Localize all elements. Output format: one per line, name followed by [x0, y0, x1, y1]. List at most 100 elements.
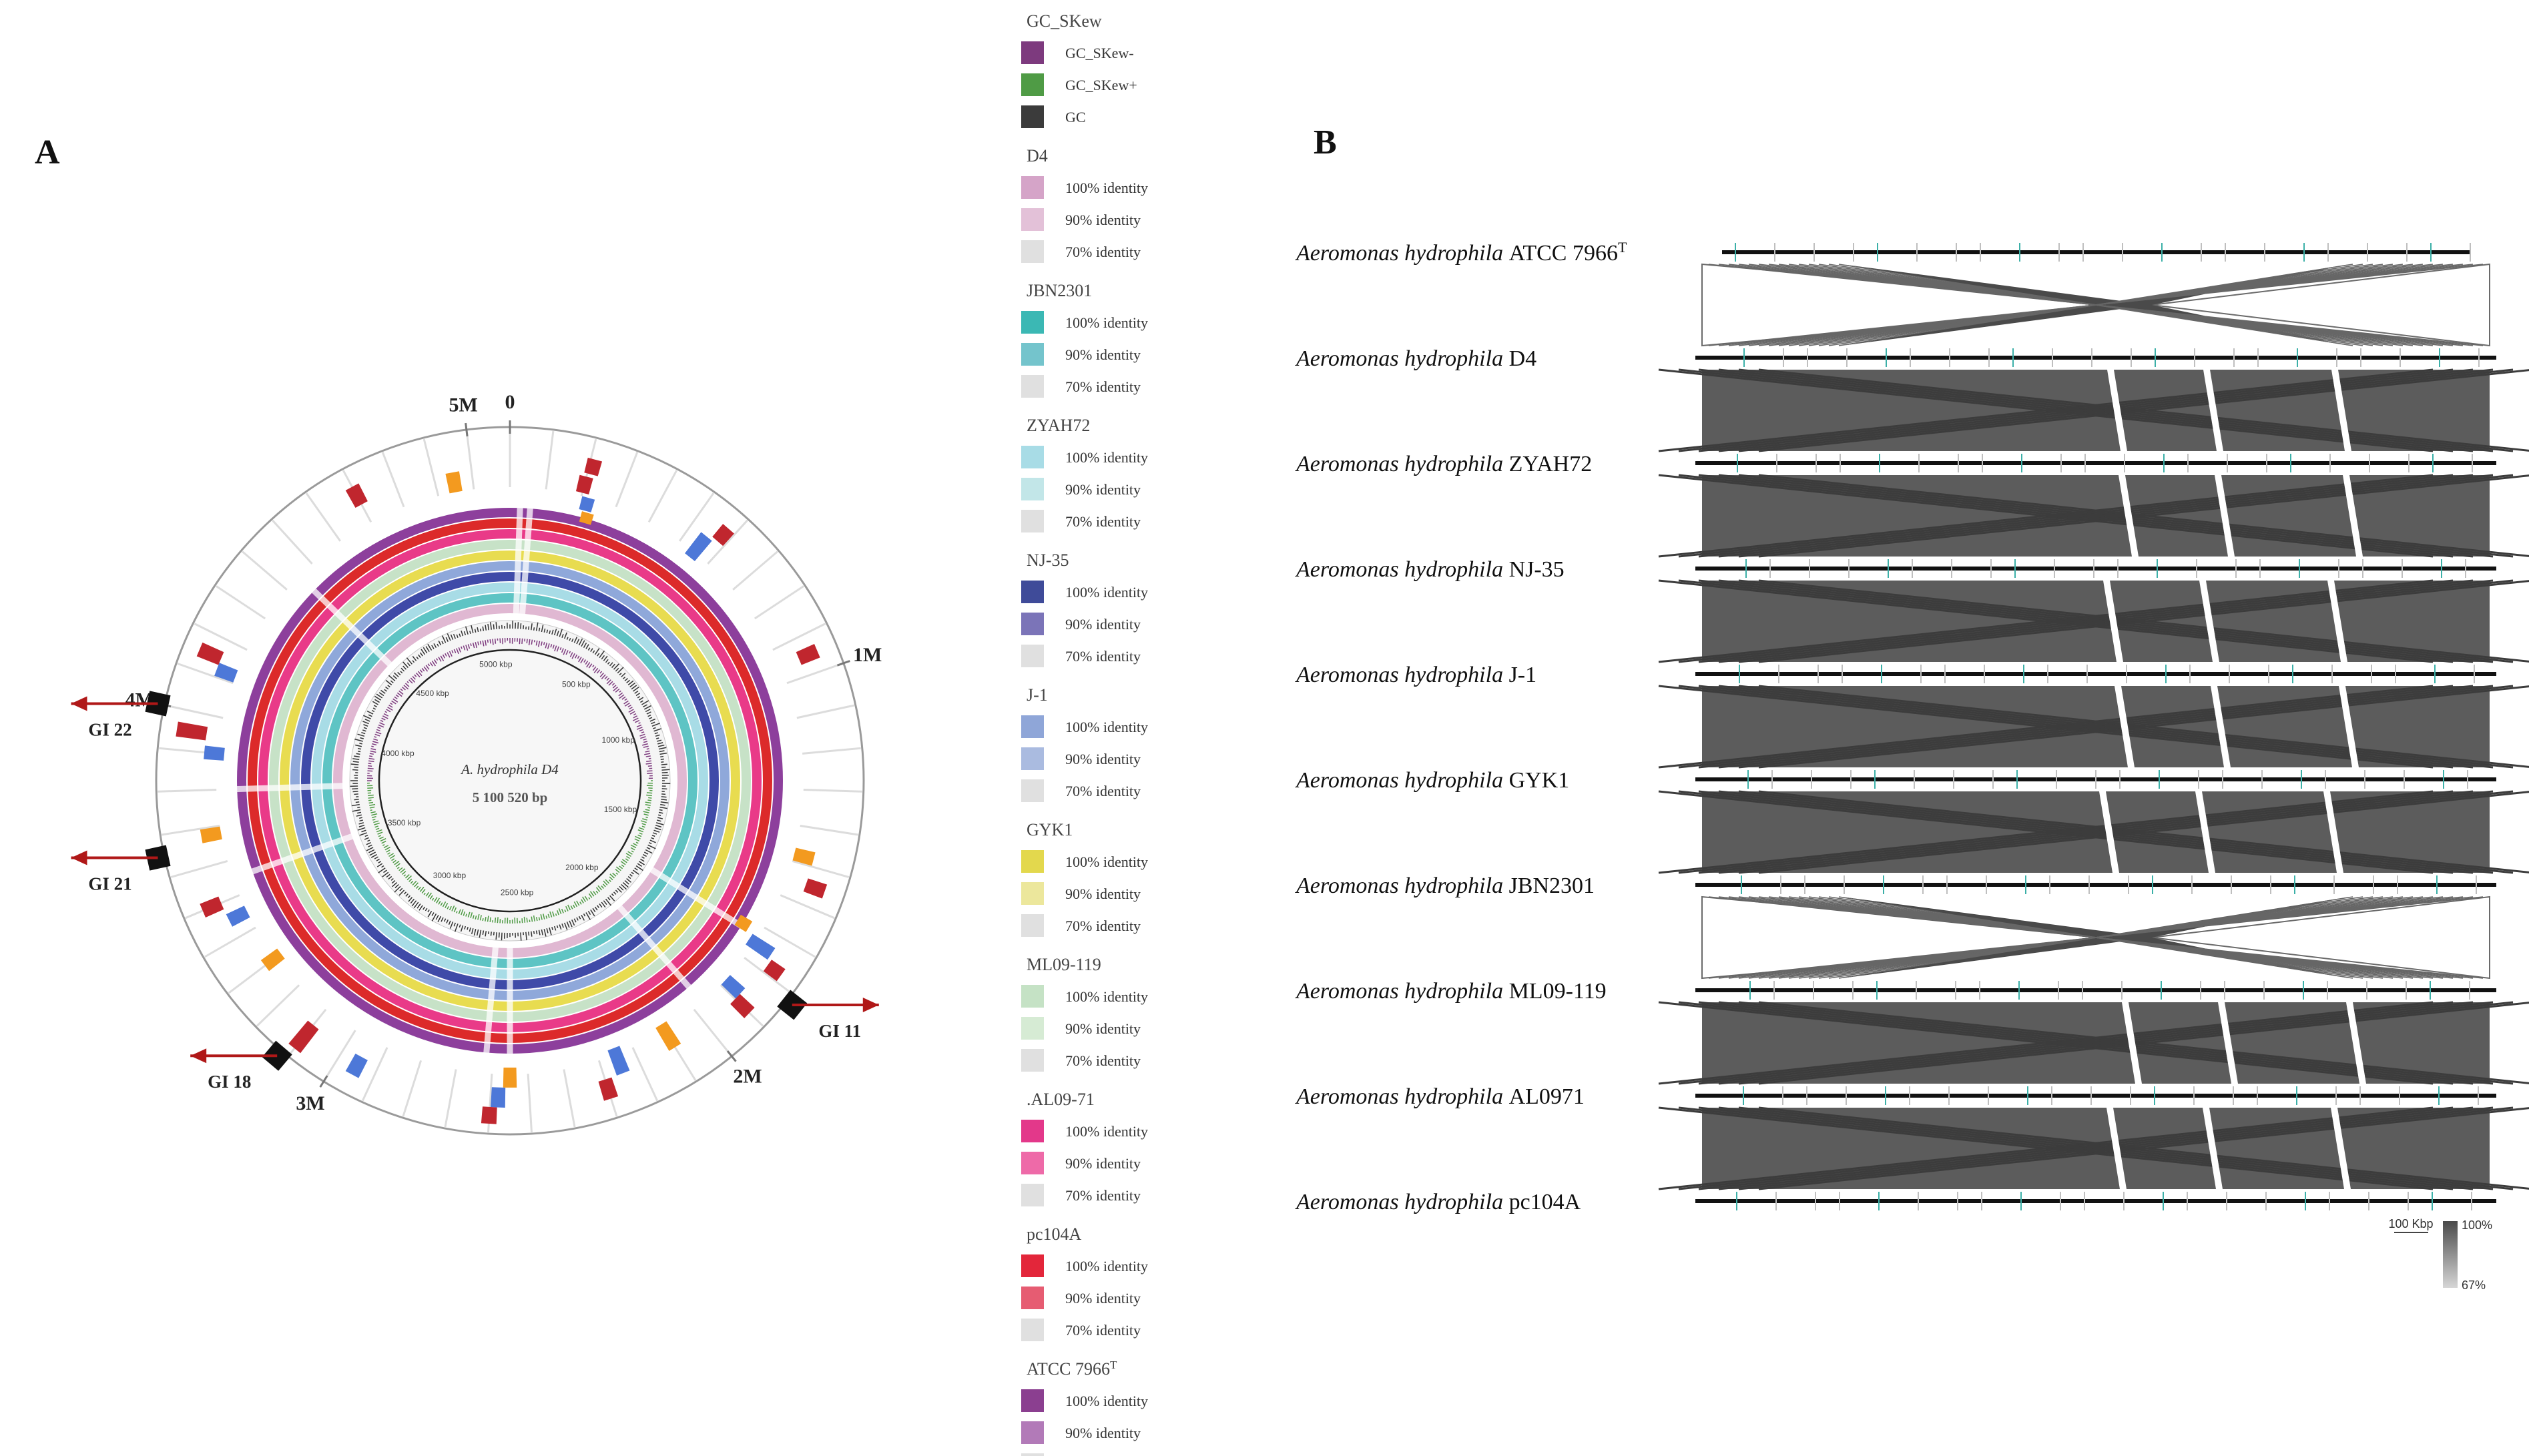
synteny-gap: [2346, 1002, 2366, 1084]
gc-skew-bar: [578, 657, 582, 663]
gc-skew-bar: [417, 671, 423, 677]
gc-skew-bar: [375, 827, 380, 830]
gc-skew-bar: [606, 677, 610, 681]
gc-skew-bar: [569, 651, 571, 654]
gc-skew-bar: [379, 722, 385, 726]
gc-skew-bar: [436, 658, 439, 661]
radial-grid-line: [772, 623, 826, 651]
gc-skew-bar: [449, 651, 453, 657]
gc-content-bar: [352, 791, 358, 793]
radial-grid-line: [732, 551, 778, 591]
gc-skew-bar: [602, 883, 606, 887]
arrow-head: [71, 696, 87, 711]
gc-skew-bar: [605, 879, 610, 884]
gc-content-bar: [443, 918, 447, 922]
gc-content-bar: [471, 625, 474, 633]
legend-group-title: J-1: [1027, 685, 1048, 705]
gc-skew-bar: [392, 859, 396, 863]
synteny-gap: [2343, 475, 2363, 557]
gc-skew-bar: [372, 819, 376, 821]
gc-content-bar: [359, 832, 368, 836]
genome-label: Aeromonas hydrophila D4: [1295, 346, 1536, 371]
radial-grid-line: [707, 519, 748, 565]
gc-content-bar: [643, 704, 648, 708]
gc-skew-bar: [588, 897, 591, 899]
gc-content-bar: [599, 650, 605, 658]
outer-feature-bar: [730, 994, 755, 1018]
gc-skew-bar: [388, 853, 394, 857]
legend-item-label: 100% identity: [1065, 719, 1148, 735]
gc-content-bar: [398, 889, 405, 896]
gc-content-bar: [622, 676, 626, 679]
gc-content-bar: [407, 895, 410, 899]
gc-skew-bar: [637, 834, 642, 837]
gc-skew-bar: [438, 901, 441, 905]
legend-swatch: [1021, 1017, 1044, 1040]
gc-skew-bar: [634, 838, 640, 842]
gc-content-bar: [624, 880, 629, 885]
gc-content-bar: [619, 673, 622, 676]
gc-content-bar: [533, 627, 535, 631]
gc-skew-bar: [615, 866, 621, 871]
gc-content-bar: [597, 653, 600, 657]
radial-grid-line: [444, 1069, 457, 1128]
synteny-gap: [2331, 1108, 2351, 1189]
gc-content-bar: [551, 926, 553, 930]
gc-skew-bar: [421, 667, 425, 672]
gc-content-bar: [543, 928, 547, 937]
radial-grid-line: [465, 430, 475, 490]
gc-content-bar: [394, 883, 399, 889]
gc-content-bar: [411, 900, 417, 907]
gc-content-bar: [425, 907, 428, 912]
gc-content-bar: [388, 675, 396, 681]
radial-grid-line: [563, 1069, 576, 1128]
gc-content-bar: [573, 637, 578, 643]
legend-item-label: 100% identity: [1065, 449, 1148, 466]
gc-content-bar: [385, 679, 392, 686]
crossing-line: [1758, 580, 2529, 663]
gc-skew-bar: [391, 858, 395, 861]
legend-swatch: [1021, 1152, 1044, 1174]
outer-feature-bar: [200, 826, 222, 843]
gc-skew-bar: [615, 869, 620, 873]
scale-bar: 100 Kbp: [2388, 1217, 2434, 1233]
legend-item-label: 100% identity: [1065, 1258, 1148, 1275]
gc-skew-bar: [523, 916, 526, 923]
gc-content-bar: [477, 627, 479, 633]
gc-skew-bar: [463, 911, 466, 916]
legend-item-label: 100% identity: [1065, 1123, 1148, 1140]
gc-content-bar: [627, 875, 631, 879]
outer-feature-bar: [803, 878, 828, 899]
crossing-line: [1738, 1106, 2514, 1190]
gc-skew-bar: [410, 880, 414, 884]
gc-skew-bar: [640, 820, 647, 823]
gc-content-bar: [425, 646, 430, 653]
inner-kbp-label: 1000 kbp: [602, 735, 635, 745]
gc-content-bar: [652, 727, 656, 729]
synteny-gap: [2339, 686, 2359, 767]
identity-min-label: 67%: [2462, 1279, 2486, 1292]
gc-skew-bar: [381, 717, 386, 721]
gc-content-bar: [655, 734, 660, 737]
gc-skew-bar: [619, 694, 625, 699]
gc-content-bar: [553, 629, 557, 636]
legend-swatch: [1021, 105, 1044, 128]
gc-content-bar: [564, 632, 567, 639]
legend-swatch: [1021, 446, 1044, 468]
gc-content-bar: [629, 873, 633, 877]
gc-skew-bar: [433, 897, 438, 902]
crossing-line: [1658, 368, 2434, 452]
crossing-line: [1698, 474, 2474, 558]
crossing-line: [1658, 474, 2434, 558]
gc-skew-bar: [477, 914, 480, 920]
legend-item-label: 70% identity: [1065, 1187, 1141, 1204]
legend-swatch: [1021, 914, 1044, 937]
gc-content-bar: [364, 835, 368, 837]
gc-content-bar: [641, 700, 649, 705]
ring-gap: [649, 867, 750, 933]
crossing-line: [1678, 368, 2454, 452]
gc-content-bar: [659, 809, 663, 811]
gc-content-bar: [638, 861, 645, 865]
gc-skew-bar: [487, 916, 489, 922]
gc-content-bar: [643, 851, 649, 855]
